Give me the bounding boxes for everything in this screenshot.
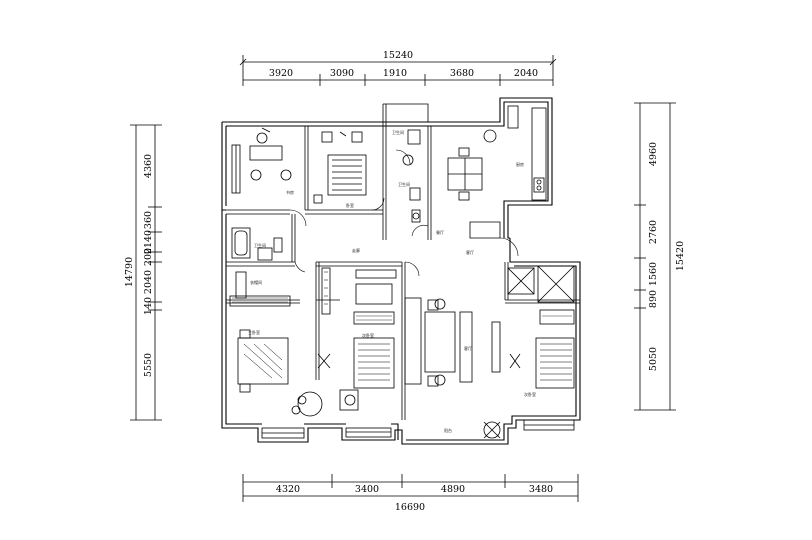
top-dimension-4: 3680: [450, 68, 474, 79]
room-label-living: 客厅: [464, 345, 472, 351]
door-swings: [289, 149, 519, 277]
top-dimension-5: 2040: [514, 68, 538, 79]
top-dimension-2: 3090: [330, 68, 354, 79]
room-label-top-bathroom: 卫生间: [392, 129, 404, 135]
room-label-right-bedroom: 次卧室: [524, 391, 536, 397]
room-label-center-bedroom: 次卧室: [362, 332, 374, 338]
left-bathroom-fixtures: [231, 227, 283, 261]
room-label-kitchen: 厨房: [516, 161, 524, 167]
shaft-boxes: [507, 265, 575, 303]
dining-table: [447, 129, 497, 201]
left-dimension-1: 4360: [143, 154, 154, 178]
study-bay-window: [231, 144, 241, 194]
top-dimension-3: 1910: [383, 68, 407, 79]
bottom-dimension-labels: 4320 3400 4890 3480 16690: [276, 484, 553, 513]
bathroom-top-fixtures: [402, 129, 421, 223]
left-dimension-2: 360: [143, 211, 154, 229]
room-label-balcony: 阳台: [444, 427, 452, 433]
living-room-furniture: [404, 297, 501, 439]
top-dimension-1: 3920: [269, 68, 293, 79]
bottom-dimension-4: 3480: [529, 484, 553, 495]
room-label-toilet: 卫生间: [398, 181, 410, 187]
room-labels: 书房 卧室 卫生间 卫生间 厨房 餐厅 走廊 客厅 卫生间 衣帽间 主卧室 次卧…: [248, 129, 536, 433]
room-label-dining: 餐厅: [436, 229, 444, 235]
bottom-bay-windows: [261, 419, 575, 439]
left-dimension-6: 140: [143, 297, 154, 315]
left-bedroom-furniture: [229, 271, 323, 417]
left-dimension-chain: [130, 124, 162, 421]
room-label-top-bedroom: 卧室: [346, 202, 354, 208]
left-dimension-3: 2140: [143, 230, 154, 254]
room-label-left-bathroom: 卫生间: [254, 242, 266, 248]
right-dimension-labels: 15420 4960 2760 1560 890 5050: [648, 142, 686, 371]
top-bedroom-furniture: [313, 131, 367, 204]
center-bedroom-furniture: [317, 267, 397, 411]
room-label-study: 书房: [286, 189, 294, 195]
study-furniture: [249, 127, 292, 181]
left-dimension-4: 200: [143, 248, 154, 266]
bottom-dimension-2: 3400: [355, 484, 379, 495]
top-dimension-chain: [239, 55, 557, 86]
left-dimension-5: 2040: [143, 270, 154, 294]
bottom-total-dimension: 16690: [395, 502, 425, 513]
bottom-dimension-1: 4320: [276, 484, 300, 495]
top-total-dimension: 15240: [383, 50, 413, 61]
bottom-dimension-chain: [242, 474, 579, 502]
right-dimension-5: 5050: [648, 347, 659, 371]
top-dimension-labels: 15240 3920 3090 1910 3680 2040: [269, 50, 538, 79]
left-dimension-7: 5550: [143, 353, 154, 377]
right-dimension-1: 4960: [648, 142, 659, 166]
right-total-dimension: 15420: [675, 241, 686, 271]
right-dimension-4: 890: [648, 290, 659, 308]
left-dimension-labels: 14790 4360 360 2140 200 2040 140 5550: [124, 154, 154, 377]
right-bedroom-furniture: [491, 309, 575, 389]
bottom-dimension-3: 4890: [441, 484, 465, 495]
kitchen-counter: [507, 105, 547, 201]
left-total-dimension: 14790: [124, 257, 135, 287]
right-dimension-chain: [634, 102, 676, 411]
room-label-corridor: 走廊: [352, 247, 360, 253]
right-dimension-3: 1560: [648, 262, 659, 286]
right-dimension-2: 2760: [648, 220, 659, 244]
room-label-closet: 衣帽间: [250, 279, 262, 285]
room-label-left-bedroom: 主卧室: [248, 329, 260, 335]
room-label-living-hall: 客厅: [466, 249, 474, 255]
